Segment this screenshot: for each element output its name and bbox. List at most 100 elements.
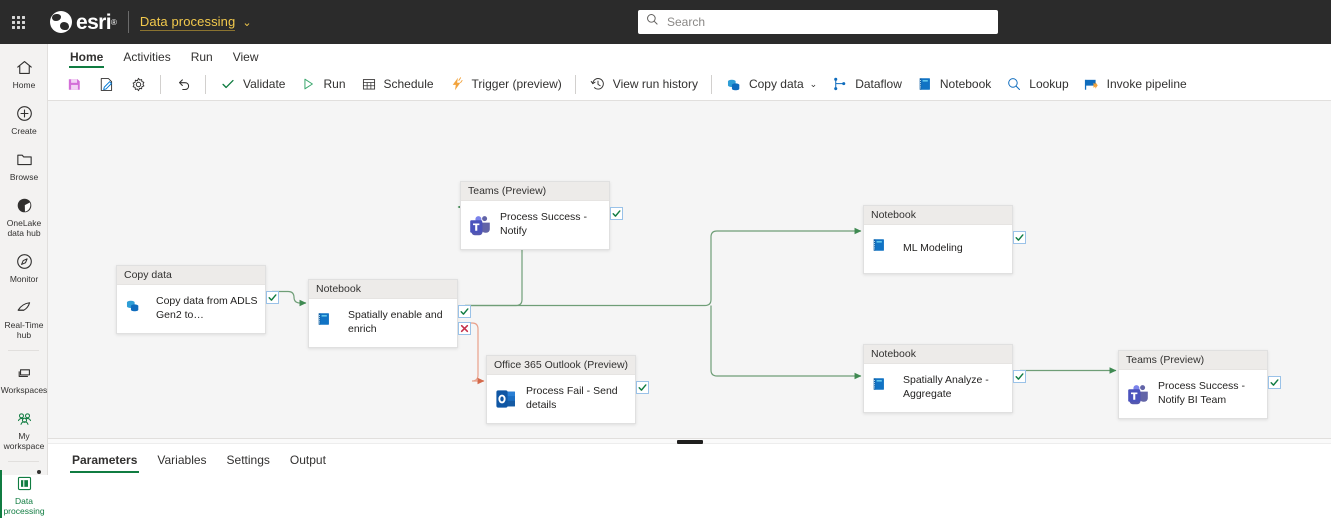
node-type-label: Teams (Preview) — [1119, 351, 1267, 370]
lookup-icon — [1005, 75, 1023, 93]
rail-item-onelake-data-hub[interactable]: OneLake data hub — [0, 188, 48, 244]
workspace-name[interactable]: Data processing — [139, 13, 236, 31]
calendar-icon — [360, 75, 378, 93]
node-port-success[interactable] — [1013, 231, 1026, 244]
copy-data-icon — [124, 297, 148, 321]
dataflow-button[interactable]: Dataflow — [824, 71, 909, 97]
node-port-success[interactable] — [1268, 376, 1281, 389]
save-button[interactable] — [58, 71, 90, 97]
undo-button[interactable] — [167, 71, 199, 97]
rail-item-label: Home — [12, 80, 36, 90]
node-type-label: Copy data — [117, 266, 265, 285]
pipeline-node-teams1[interactable]: Teams (Preview)Process Success - Notify — [460, 181, 610, 250]
close-icon — [460, 324, 469, 333]
search-input[interactable] — [665, 14, 990, 30]
rail-item-create[interactable]: Create — [0, 96, 48, 142]
toolbar-label: View run history — [612, 77, 698, 91]
suite-bar: esri ® Data processing ⌄ — [0, 0, 1331, 44]
toolbar-label: Lookup — [1029, 77, 1069, 91]
folder-icon — [15, 148, 34, 170]
node-type-label: Notebook — [864, 206, 1012, 225]
tab-home[interactable]: Home — [60, 50, 113, 68]
bottom-tab-settings[interactable]: Settings — [226, 453, 270, 467]
teams-icon — [1126, 382, 1150, 406]
app-launcher-icon[interactable] — [0, 0, 36, 44]
chevron-down-icon[interactable]: ⌄ — [809, 78, 818, 89]
bottom-tab-parameters[interactable]: Parameters — [62, 446, 147, 473]
node-type-label: Notebook — [864, 345, 1012, 364]
bottom-tab-variables[interactable]: Variables — [157, 453, 207, 467]
save-as-button[interactable] — [90, 71, 122, 97]
toolbar-label: Trigger (preview) — [471, 77, 562, 91]
toolbar-divider — [205, 74, 206, 94]
edit-doc-icon — [97, 75, 115, 93]
node-port-success[interactable] — [458, 305, 471, 318]
bottom-tab-output[interactable]: Output — [289, 453, 326, 467]
rail-item-label: Create — [11, 126, 37, 137]
check-icon — [1015, 373, 1024, 380]
rail-item-label: Real-Time hub — [4, 320, 44, 341]
brand[interactable]: esri ® Data processing ⌄ — [50, 11, 252, 33]
settings-button[interactable] — [122, 71, 154, 97]
schedule-button[interactable]: Schedule — [353, 71, 441, 97]
rail-item-label: My workspace — [3, 431, 45, 452]
rail-item-workspaces[interactable]: Workspaces — [0, 355, 48, 401]
search-box[interactable] — [638, 10, 998, 34]
rail-item-browse[interactable]: Browse — [0, 142, 48, 188]
run-button[interactable]: Run — [292, 71, 352, 97]
invoke-pipeline-button[interactable]: Invoke pipeline — [1076, 71, 1194, 97]
lookup-button[interactable]: Lookup — [998, 71, 1075, 97]
toolbar-label: Schedule — [383, 77, 434, 91]
node-port-fail[interactable] — [458, 322, 471, 335]
node-port-success[interactable] — [610, 207, 623, 220]
chevron-down-icon[interactable]: ⌄ — [242, 16, 252, 29]
rail-item-label: Monitor — [9, 274, 39, 285]
play-icon — [299, 75, 317, 93]
trademark-mark: ® — [110, 17, 117, 27]
node-port-success[interactable] — [636, 381, 649, 394]
pipeline-edges — [272, 203, 1117, 385]
lightning-icon — [448, 75, 466, 93]
onelake-icon — [15, 194, 34, 216]
teams-icon — [468, 213, 492, 237]
panel-resize-grip[interactable] — [676, 440, 703, 444]
panel-resize-row — [48, 438, 1331, 444]
tab-activities[interactable]: Activities — [123, 50, 171, 64]
tab-run[interactable]: Run — [190, 50, 213, 64]
copy-data-button[interactable]: Copy data ⌄ — [718, 71, 824, 97]
node-title: Process Fail - Send details — [526, 385, 618, 411]
toolbar-label: Copy data — [748, 77, 804, 91]
rail-item-monitor[interactable]: Monitor — [0, 244, 48, 290]
trigger-button[interactable]: Trigger (preview) — [441, 71, 569, 97]
toolbar-divider — [574, 74, 576, 94]
people-icon — [15, 407, 34, 429]
rail-item-real-time-hub[interactable]: Real-Time hub — [0, 290, 48, 346]
node-title: Spatially enable and enrich — [348, 309, 443, 335]
workspaces-icon — [15, 361, 34, 383]
copy-data-icon — [725, 75, 743, 93]
pipeline-node-outlook[interactable]: Office 365 Outlook (Preview)Process Fail… — [486, 355, 636, 424]
compass-icon — [15, 250, 34, 272]
tab-view[interactable]: View — [232, 50, 259, 64]
node-type-label: Notebook — [309, 280, 457, 299]
rail-item-home[interactable]: Home — [0, 50, 48, 96]
history-icon — [589, 75, 607, 93]
save-icon — [65, 75, 83, 93]
search-icon — [646, 13, 659, 31]
rail-item-my-workspace[interactable]: My workspace — [0, 401, 48, 457]
outlook-icon — [494, 387, 518, 411]
notebook-button[interactable]: Notebook — [909, 71, 998, 97]
node-port-success[interactable] — [1013, 370, 1026, 383]
pipeline-node-teams2[interactable]: Teams (Preview)Process Success - Notify … — [1118, 350, 1268, 419]
rail-item-label: OneLake data hub — [6, 218, 42, 239]
view-run-history-button[interactable]: View run history — [582, 71, 705, 97]
node-port-success[interactable] — [266, 291, 279, 304]
plus-circle-icon — [15, 102, 34, 124]
bottom-tab-strip: Parameters Variables Settings Output — [48, 444, 1331, 475]
validate-button[interactable]: Validate — [212, 71, 292, 97]
